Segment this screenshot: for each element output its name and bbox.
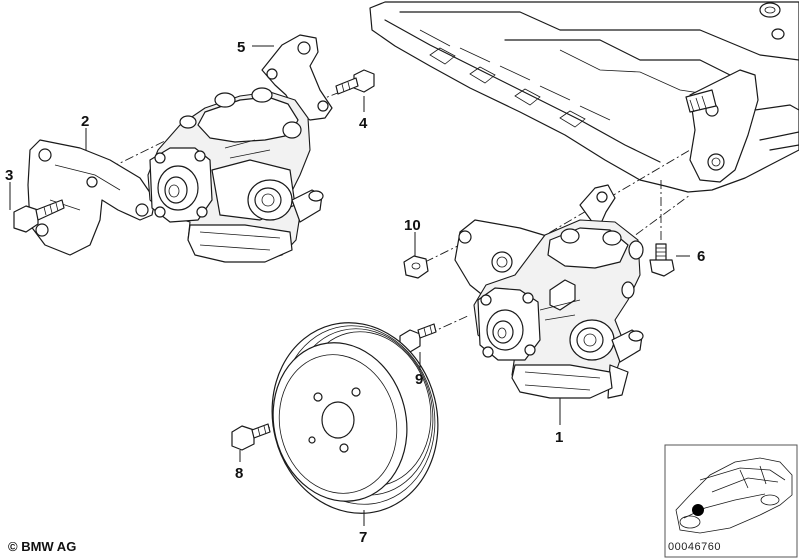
callout-6: 6 <box>697 248 705 265</box>
callout-1: 1 <box>555 429 563 446</box>
pulley <box>271 322 439 514</box>
callout-3: 3 <box>5 167 13 184</box>
callout-2: 2 <box>81 113 89 130</box>
copyright-text: © BMW AG <box>8 539 77 554</box>
location-marker-icon <box>692 504 704 516</box>
hex-nut-10 <box>403 255 429 279</box>
callout-8: 8 <box>235 465 243 482</box>
power-steering-pump-main <box>454 184 644 399</box>
callout-7: 7 <box>359 529 367 546</box>
callout-4: 4 <box>359 115 368 132</box>
mounting-bracket <box>27 139 156 256</box>
engine-housing <box>369 1 799 193</box>
power-steering-pump-upper <box>147 87 324 263</box>
hex-bolt-8 <box>231 423 271 451</box>
leader-lines <box>9 45 690 526</box>
hex-bolt-6 <box>649 243 675 277</box>
callout-9: 9 <box>415 371 423 388</box>
hex-bolt-4 <box>335 69 375 95</box>
callout-10: 10 <box>404 217 421 234</box>
location-inset <box>664 444 798 558</box>
car-outline-icon <box>675 457 793 534</box>
hex-bolt-3 <box>13 199 65 233</box>
callout-5: 5 <box>237 39 245 56</box>
diagram-reference-number: 00046760 <box>668 541 721 553</box>
